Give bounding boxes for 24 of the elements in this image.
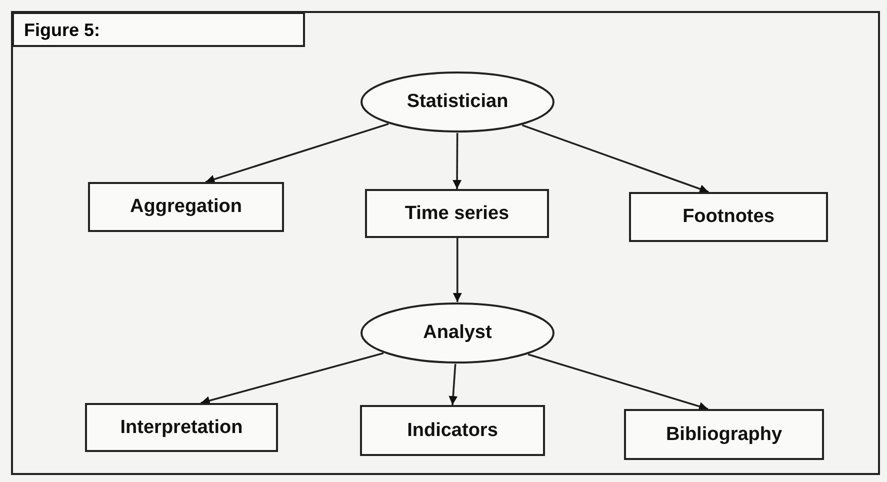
arrow: [205, 123, 389, 184]
arrow: [528, 354, 708, 411]
topic-box: [624, 409, 824, 460]
node-label: Aggregation: [130, 196, 242, 218]
topic-box: [85, 403, 278, 452]
node-label: Indicators: [407, 420, 498, 442]
arrow: [452, 238, 462, 302]
node-label: Statistician: [406, 91, 508, 113]
arrow: [200, 352, 384, 405]
node-label: Analyst: [423, 322, 492, 344]
topic-box: [88, 182, 284, 232]
role-ellipse: [360, 302, 555, 364]
topic-box: [365, 189, 549, 238]
topic-box: [629, 192, 828, 242]
topic-box: [360, 405, 545, 456]
node-label: Footnotes: [682, 206, 774, 228]
node-label: Time series: [404, 202, 510, 224]
role-ellipse: [360, 71, 555, 133]
arrow: [522, 124, 709, 194]
node-label: Bibliography: [666, 424, 782, 446]
figure-title: Figure 5:: [24, 20, 100, 41]
arrow: [448, 364, 458, 406]
arrow: [452, 133, 462, 189]
node-label: Interpretation: [120, 416, 243, 438]
